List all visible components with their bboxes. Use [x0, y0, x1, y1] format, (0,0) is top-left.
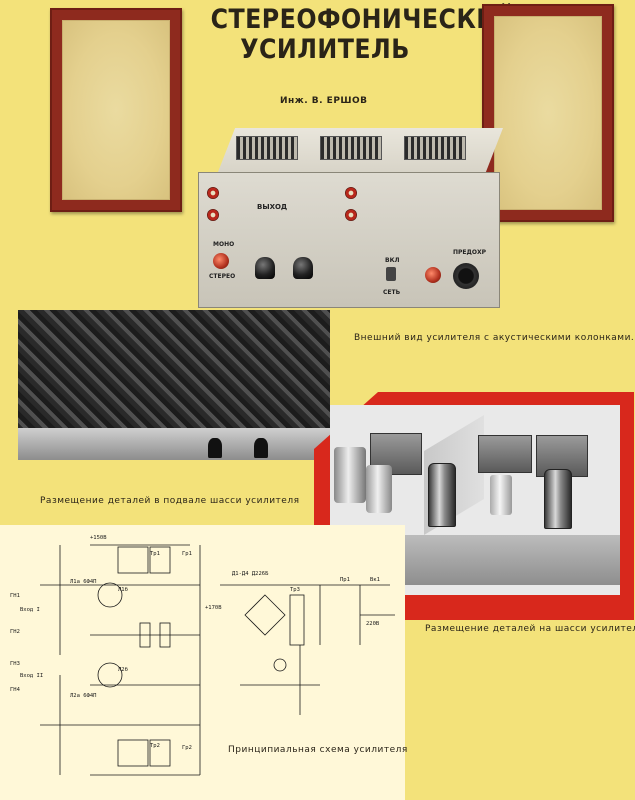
vent-grille-3: [404, 136, 466, 160]
schem-speaker-2: Гр2: [182, 745, 192, 751]
underside-chassis-photo: [18, 310, 330, 460]
volume-knob-right: [293, 257, 313, 279]
filter-capacitor-1: [334, 447, 366, 503]
caption-schematic: Принципиальная схема усилителя: [228, 745, 408, 755]
schem-tube-3: Л2а 6Ф4П: [70, 693, 97, 699]
schem-transformer-1: Тр1: [150, 551, 160, 557]
output-jack-3: [345, 187, 357, 199]
schem-input-2: Вход I: [20, 607, 40, 613]
output-jack-1: [207, 187, 219, 199]
schem-input-3: ГН2: [10, 629, 20, 635]
output-label: ВЫХОД: [257, 203, 288, 211]
fuse-label: ПРЕДОХР: [453, 249, 486, 256]
speaker-right: [482, 4, 614, 222]
schem-transformer-3: Тр3: [290, 587, 300, 593]
title-line-2: УСИЛИТЕЛЬ: [240, 34, 410, 65]
volume-knob-left: [255, 257, 275, 279]
underside-front-edge: [18, 428, 330, 460]
schematic-drawing: ГН1 Вход I ГН2 ГН3 Вход II ГН4 Л1а 6Ф4П …: [10, 535, 395, 776]
schem-input-4: ГН3: [10, 661, 20, 667]
mains-label: СЕТЬ: [383, 289, 401, 296]
schem-input-1: ГН1: [10, 593, 20, 599]
vacuum-tube-2: [544, 469, 572, 529]
mode-indicator-lamp: [213, 253, 229, 269]
amplifier-exterior-photo: ВЫХОД МОНО СТЕРЕО ВКЛ СЕТЬ ПРЕДОХР: [188, 128, 508, 308]
schem-switch: Вк1: [370, 577, 380, 583]
schem-plus170: +170В: [205, 605, 222, 611]
power-switch: [386, 267, 396, 281]
schem-plus150-top: +150В: [90, 535, 107, 541]
author-byline: Инж. В. ЕРШОВ: [280, 96, 368, 106]
mono-label: МОНО: [213, 241, 235, 248]
schem-diodes: Д1-Д4 Д226Б: [232, 571, 269, 577]
schem-fuse: Пр1: [340, 577, 350, 583]
power-on-label: ВКЛ: [385, 257, 400, 264]
fuse-holder: [453, 263, 479, 289]
power-transformer: [478, 435, 532, 473]
amp-front-panel: ВЫХОД МОНО СТЕРЕО ВКЛ СЕТЬ ПРЕДОХР: [198, 172, 500, 308]
caption-exterior: Внешний вид усилителя с акустическими ко…: [354, 333, 635, 343]
schem-transformer-2: Тр2: [150, 743, 160, 749]
article-title: СТЕРЕОФОНИЧЕСКИЙ УСИЛИТЕЛЬ: [210, 4, 517, 65]
vent-grille-2: [320, 136, 382, 160]
output-jack-2: [207, 209, 219, 221]
power-indicator-lamp: [425, 267, 441, 283]
schem-input-6: ГН4: [10, 687, 21, 693]
speaker-grille-left: [62, 20, 170, 200]
title-line-1: СТЕРЕОФОНИЧЕСКИЙ: [210, 4, 517, 35]
rectifier-capacitor: [490, 475, 512, 515]
caption-chassis: Размещение деталей на шасси усилителя: [425, 624, 635, 634]
underside-wiring: [18, 310, 330, 430]
vacuum-tube-1: [428, 463, 456, 527]
schem-tube-1: Л1а 6Ф4П: [70, 579, 97, 585]
schem-input-5: Вход II: [20, 673, 43, 679]
schem-mains-voltage: 220В: [366, 621, 380, 627]
speaker-grille-right: [494, 16, 602, 210]
circuit-schematic: ГН1 Вход I ГН2 ГН3 Вход II ГН4 Л1а 6Ф4П …: [0, 525, 408, 800]
underside-knob-1: [208, 438, 222, 458]
filter-capacitor-2: [366, 465, 392, 513]
caption-underside: Размещение деталей в подвале шасси усили…: [40, 496, 300, 506]
schem-tube-2: Л1б: [118, 586, 128, 593]
speaker-left: [50, 8, 182, 212]
schem-tube-4: Л2б: [118, 666, 128, 673]
schem-speaker-1: Гр1: [182, 551, 192, 557]
output-jack-4: [345, 209, 357, 221]
stereo-label: СТЕРЕО: [209, 273, 236, 280]
underside-knob-2: [254, 438, 268, 458]
vent-grille-1: [236, 136, 298, 160]
